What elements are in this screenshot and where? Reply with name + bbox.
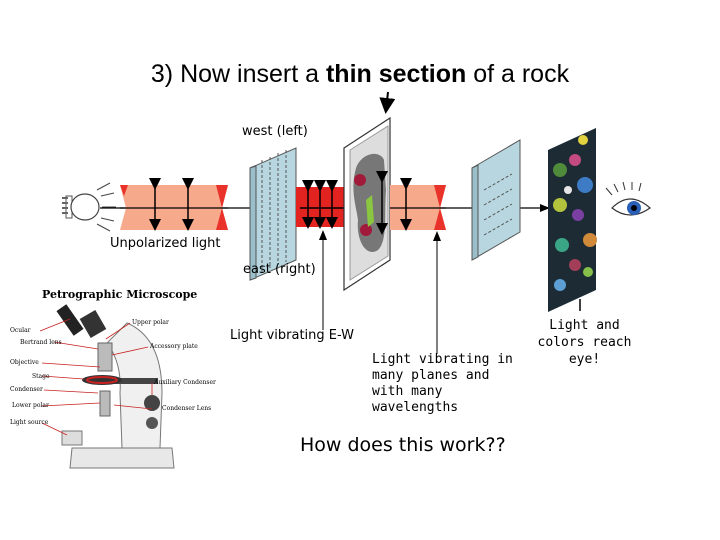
question-text: How does this work??	[300, 434, 506, 456]
vibrating-ew-label: Light vibrating E-W	[230, 328, 355, 343]
unpolarized-label: Unpolarized light	[110, 236, 221, 251]
part-label-left: Lower polar	[12, 402, 49, 409]
beam-segment-after-sample	[390, 178, 446, 231]
microscope-heading: Petrographic Microscope	[42, 288, 198, 301]
microscope-drawing	[39, 304, 175, 469]
interference-colors-image	[548, 128, 597, 312]
part-label-right: Condenser Lens	[162, 405, 212, 412]
lower-polarizer	[249, 147, 297, 281]
insert-arrow	[379, 91, 396, 114]
west-label: west (left)	[242, 124, 308, 139]
east-label: east (right)	[243, 262, 316, 277]
part-label-left: Condenser	[10, 386, 43, 393]
beam-segment-unpolarized	[120, 178, 228, 231]
thin-section-slide	[343, 116, 391, 292]
part-label-left: Objective	[10, 359, 39, 366]
title-bold: thin section	[325, 60, 467, 88]
title-suffix: of a rock	[466, 60, 570, 88]
title-prefix: 3) Now insert a	[150, 60, 326, 88]
part-label-right: Upper polar	[132, 319, 169, 326]
slide-title: 3) Now insert a thin section of a rock	[0, 60, 720, 89]
upper-polarizer	[471, 139, 521, 261]
part-label-right: Auxiliary Condenser	[154, 379, 216, 386]
part-label-left: Bertrand lens	[20, 339, 62, 346]
microscope-photo: Petrographic Microscope Ocular Bertrand …	[2, 283, 230, 476]
part-label-left: Ocular	[10, 327, 31, 334]
part-label-left: Light source	[10, 419, 49, 426]
part-label-right: Accessory plate	[150, 343, 198, 350]
colors-label: Light and colors reach eye!	[537, 318, 632, 367]
eye-icon	[605, 181, 651, 216]
many-planes-label: Light vibrating in many planes and with …	[372, 352, 513, 415]
lightbulb-icon	[62, 182, 116, 232]
beam-segment-polarized	[296, 180, 344, 229]
part-label-left: Stage	[32, 373, 50, 380]
